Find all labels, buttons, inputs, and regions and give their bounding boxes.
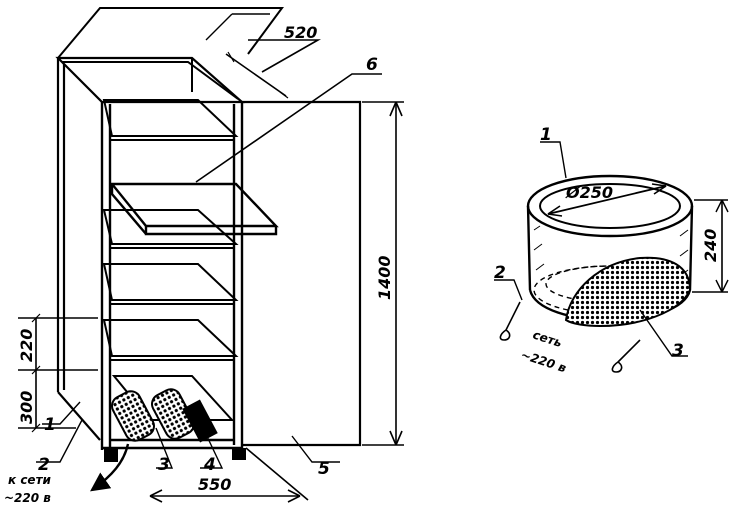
power-note-line2: ~220 в <box>4 491 51 505</box>
dim-height: 1400 <box>375 255 394 300</box>
heater-wire <box>499 301 521 341</box>
heater-label-2: 2 <box>494 263 506 283</box>
mesh-shelf <box>102 319 239 361</box>
dim-ring-height: 240 <box>701 229 720 262</box>
heater-wire <box>611 339 641 373</box>
dim-heater-zone: 300 <box>17 391 36 424</box>
heater-label-3: 3 <box>672 341 684 361</box>
heater-power-line1: сеть <box>531 328 564 351</box>
pull-out-tray-6 <box>109 182 279 236</box>
cabinet-frame <box>100 102 244 450</box>
label-3: 3 <box>158 455 170 475</box>
cabinet-labels: 6 5 4 3 2 1 к сети ~220 в <box>4 55 378 505</box>
power-note-line1: к сети <box>8 473 52 487</box>
label-4: 4 <box>203 455 216 475</box>
dim-width: 550 <box>198 475 231 494</box>
drying-cabinet <box>36 7 382 492</box>
ring-heater: Ø250 240 <box>494 141 729 373</box>
cabinet-lid <box>57 7 284 59</box>
dim-shelf-gap: 220 <box>17 329 36 362</box>
label-1: 1 <box>44 415 56 435</box>
cabinet-dimensions: 520 550 1400 220 300 <box>17 23 404 503</box>
label-5: 5 <box>318 459 330 479</box>
mesh-shelf <box>102 209 239 249</box>
dim-diameter: Ø250 <box>565 183 613 202</box>
power-cable <box>90 443 130 492</box>
label-6: 6 <box>366 55 378 75</box>
heater-power-line2: ~220 в <box>519 348 568 376</box>
heater-coil-3 <box>564 256 692 328</box>
mesh-shelf <box>102 99 239 141</box>
cabinet-side-panel <box>56 58 101 441</box>
mesh-shelf <box>102 263 239 305</box>
label-2: 2 <box>38 455 50 475</box>
dim-depth: 520 <box>284 23 317 42</box>
heating-elements <box>111 375 235 443</box>
heater-labels: 1 2 3 сеть ~220 в <box>494 125 684 375</box>
heater-label-1: 1 <box>540 125 552 145</box>
cabinet-door-5 <box>242 100 362 447</box>
